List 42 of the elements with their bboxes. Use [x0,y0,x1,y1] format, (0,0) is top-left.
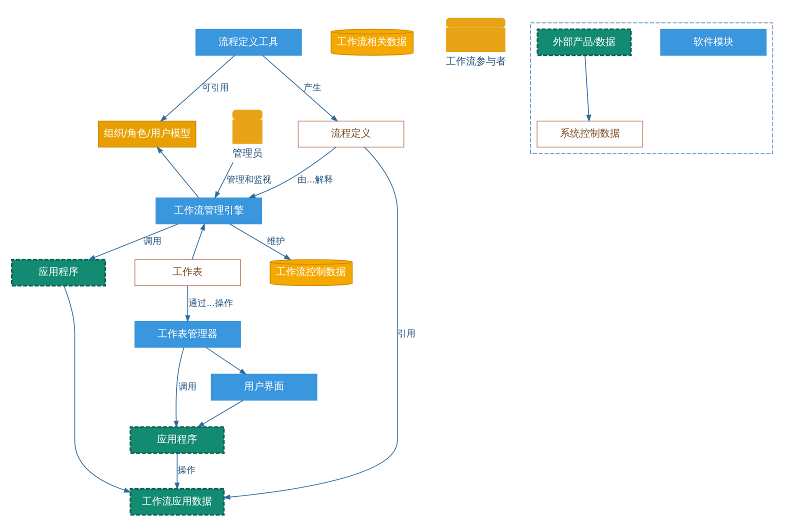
node-box: 应用程序 [10,258,106,286]
arrow [584,54,592,122]
node-box: 工作表管理器 [134,320,241,348]
node-box: 外部产品/数据 [536,28,632,56]
arrow [197,399,244,427]
node-box: 软件模块 [660,28,767,56]
arrow [262,54,338,122]
edge-label: 由...解释 [298,174,334,185]
edge-label: 引用 [398,329,416,340]
arrow [156,146,200,198]
arrow [160,54,236,122]
node-box: 组织/角色/用户模型 [98,120,196,147]
arrow [206,346,247,374]
edge-label: 调用 [178,382,196,392]
edge-label: 操作 [177,466,196,476]
node-label: 管理员 [232,148,262,160]
edge-label: 管理和监视 [226,174,272,185]
edge-label: 产生 [303,82,322,93]
arrow [192,222,205,260]
cluster [530,22,774,154]
arrow [174,452,180,490]
edge-label: 可引用 [202,82,229,93]
node-label: 工作流参与者 [446,56,506,68]
arrow [214,161,234,198]
edge-label: 维护 [266,236,285,247]
node-box: 工作流应用数据 [130,487,225,516]
node-box: 流程定义工具 [195,28,302,56]
arrow [88,223,178,260]
arrow [229,223,292,260]
arrow [185,284,190,322]
node-box: 应用程序 [130,426,225,454]
arrow [64,284,132,492]
node-box: 工作流管理引擎 [156,196,262,224]
node-box: 流程定义 [298,120,404,147]
edge-label: 通过...操作 [188,298,234,308]
arrow [222,146,398,500]
arrow [248,146,336,198]
node-box: 用户界面 [210,373,318,400]
node-box: 系统控制数据 [536,120,644,147]
edge-label: 调用 [143,236,162,247]
node-box: 工作表 [134,258,241,286]
arrow [174,346,184,428]
